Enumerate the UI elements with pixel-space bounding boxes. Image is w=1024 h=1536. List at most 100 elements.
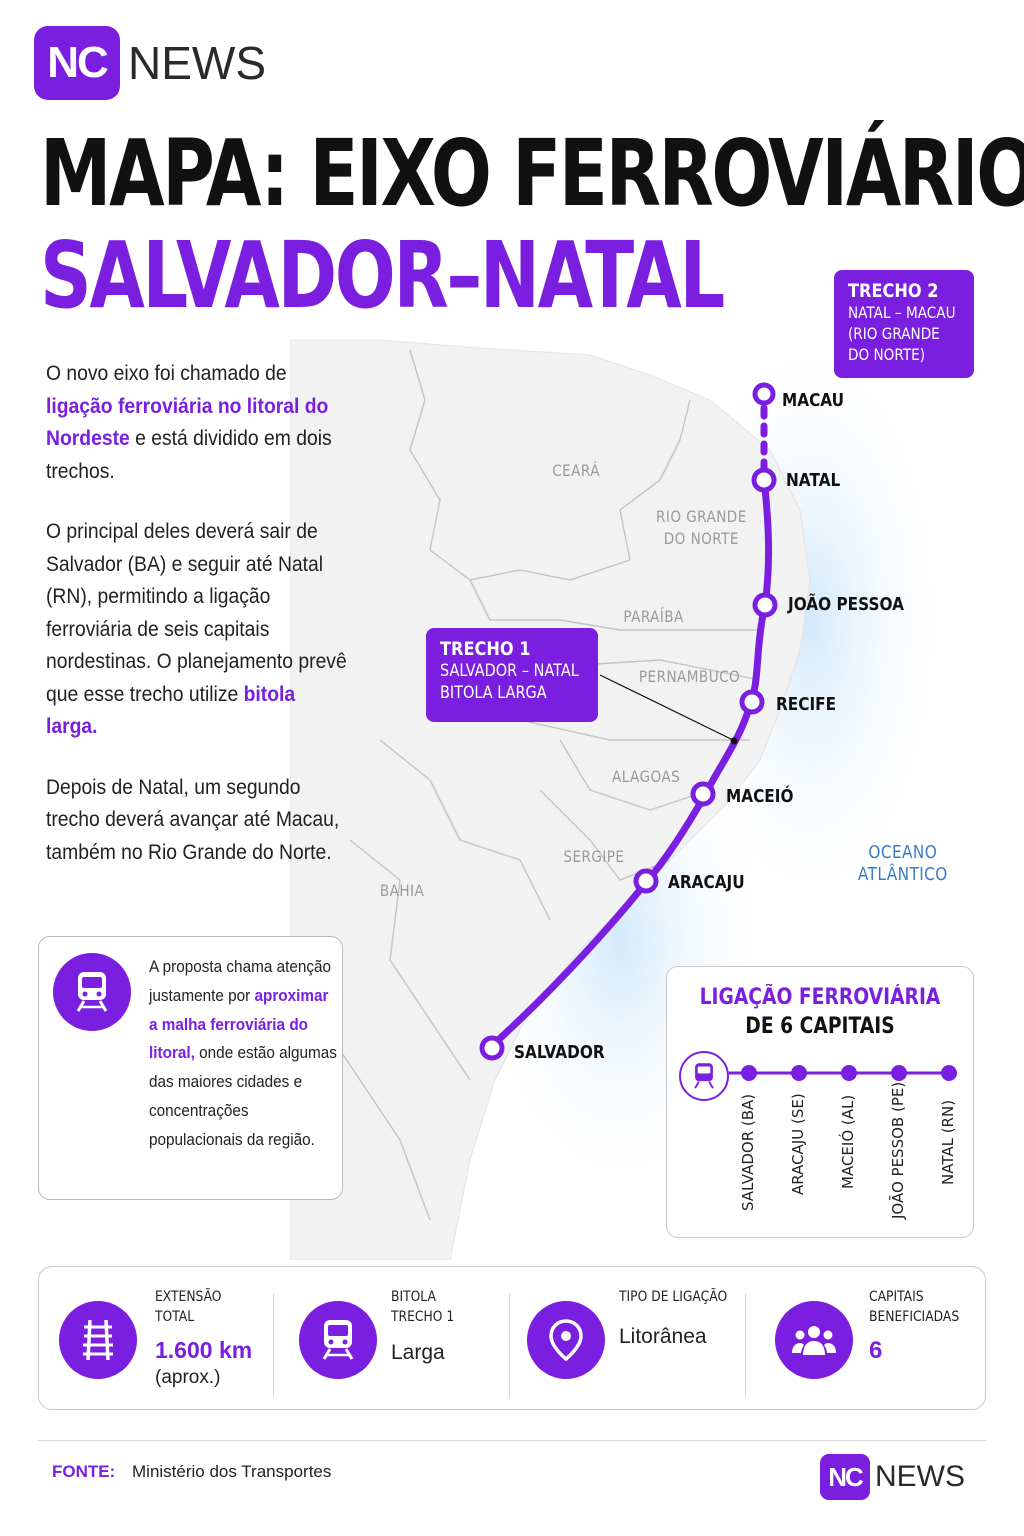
intro-p1-highlight: ligação ferroviária no litoral do Nordes…: [46, 394, 329, 451]
logo-badge: NC: [34, 26, 120, 100]
stats-divider-2: [509, 1293, 510, 1397]
trecho2-state-2: DO NORTE): [848, 345, 926, 364]
train-icon: [299, 1301, 377, 1379]
capital-dot-4: [891, 1065, 907, 1081]
intro-p1-a: O novo eixo foi chamado de: [46, 362, 287, 385]
station-aracaju: [633, 868, 659, 894]
footer-logo[interactable]: NC NEWS: [820, 1454, 965, 1500]
stat-bitola-label: BITOLA TRECHO 1: [391, 1287, 454, 1327]
footer-source: FONTE: Ministério dos Transportes: [52, 1462, 331, 1482]
stat-extensao-label-2: TOTAL: [155, 1309, 195, 1325]
capital-city-3: MACEIÓ (AL): [839, 1094, 857, 1189]
trecho2-route: NATAL – MACAU: [848, 303, 956, 322]
state-label-rn-2: DO NORTE: [663, 529, 739, 548]
capital-dot-3: [841, 1065, 857, 1081]
state-label-rn-1: RIO GRANDE: [656, 507, 747, 526]
logo-badge-text: NC: [47, 38, 109, 87]
train-icon: [53, 953, 131, 1031]
capital-dot-1: [741, 1065, 757, 1081]
intro-text: O novo eixo foi chamado de ligação ferro…: [46, 358, 376, 897]
stat-capitais-label-2: BENEFICIADAS: [869, 1309, 960, 1325]
stats-panel: EXTENSÃO TOTAL 1.600 km (aprox.) BITOLA …: [38, 1266, 986, 1410]
city-label-maceio: MACEIÓ: [726, 786, 794, 807]
city-label-salvador: SALVADOR: [514, 1042, 605, 1063]
callout-text-c: onde estão algumas das maiores cidades e…: [149, 1043, 337, 1149]
state-label-paraiba: PARAÍBA: [623, 607, 684, 626]
callout-text-highlight: aproximar a malha ferroviária do litoral…: [149, 985, 329, 1063]
stat-tipo-value: Litorânea: [619, 1325, 707, 1348]
intro-paragraph-3: Depois de Natal, um segundo trecho dever…: [46, 775, 340, 864]
intro-p2-a: O principal deles deverá sair de Salvado…: [46, 520, 347, 706]
page-title-line2: SALVADOR–NATAL: [40, 222, 725, 329]
capitals-title-1: LIGAÇÃO FERROVIÁRIA: [699, 985, 941, 1010]
intro-paragraph-1: O novo eixo foi chamado de ligação ferro…: [46, 358, 350, 488]
state-label-bahia: BAHIA: [379, 881, 425, 900]
stat-extensao: EXTENSÃO TOTAL 1.600 km (aprox.): [39, 1267, 273, 1409]
railway-track-icon: [59, 1301, 137, 1379]
ocean-label-1: OCEANO: [868, 842, 938, 863]
state-label-sergipe: SERGIPE: [563, 847, 625, 866]
ocean-label-2: ATLÂNTICO: [857, 864, 948, 885]
stat-extensao-value: 1.600 km: [155, 1337, 253, 1363]
location-pin-icon: [527, 1301, 605, 1379]
station-maceio: [690, 781, 716, 807]
page-title-line1: MAPA: EIXO FERROVIÁRIO: [40, 120, 1024, 227]
station-natal: [751, 467, 777, 493]
city-label-natal: NATAL: [786, 470, 841, 491]
stat-capitais-label: CAPITAIS BENEFICIADAS: [869, 1287, 959, 1327]
capitals-train-icon: [679, 1051, 729, 1101]
capital-city-5: NATAL (RN): [939, 1099, 957, 1185]
stats-divider-1: [273, 1293, 274, 1397]
ocean-label: OCEANO ATLÂNTICO: [858, 842, 948, 886]
trecho1-route: SALVADOR – NATAL: [440, 661, 579, 681]
stat-capitais-value: 6: [869, 1337, 883, 1364]
trecho1-gauge: BITOLA LARGA: [440, 683, 547, 703]
capital-city-1: SALVADOR (BA): [739, 1093, 757, 1211]
capitals-title-2: DE 6 CAPITAIS: [745, 1014, 895, 1039]
stat-extensao-label-1: EXTENSÃO: [155, 1289, 222, 1305]
trecho1-pointer-dot: [730, 737, 738, 745]
callout-text-a: A proposta chama atenção justamente por: [149, 957, 332, 1005]
station-recife: [739, 689, 765, 715]
footer-source-label: FONTE:: [52, 1462, 116, 1481]
stat-tipo-label: TIPO DE LIGAÇÃO: [619, 1289, 728, 1305]
state-label-pernambuco: PERNAMBUCO: [638, 667, 741, 686]
stat-bitola-value: Larga: [391, 1341, 445, 1364]
capital-dot-5: [941, 1065, 957, 1081]
intro-p2-highlight: bitola larga.: [46, 682, 296, 739]
state-label-alagoas: ALAGOAS: [612, 767, 681, 786]
intro-paragraph-2: O principal deles deverá sair de Salvado…: [46, 516, 350, 744]
stats-divider-3: [745, 1293, 746, 1397]
city-label-aracaju: ARACAJU: [668, 872, 745, 893]
stat-extensao-label: EXTENSÃO TOTAL: [155, 1287, 221, 1327]
trecho2-callout: TRECHO 2 NATAL – MACAU (RIO GRANDE DO NO…: [834, 270, 974, 378]
stat-tipo: TIPO DE LIGAÇÃO Litorânea: [511, 1267, 745, 1409]
trecho1-pointer-line: [599, 674, 734, 741]
station-macau: [752, 382, 776, 406]
city-label-recife: RECIFE: [776, 694, 837, 715]
capital-dot-2: [791, 1065, 807, 1081]
station-joao-pessoa: [752, 592, 778, 618]
header-logo[interactable]: NC NEWS: [34, 26, 266, 100]
city-label-macau: MACAU: [782, 390, 845, 411]
trecho1-title: TRECHO 1: [440, 638, 531, 660]
stat-bitola-label-2: TRECHO 1: [391, 1309, 455, 1325]
footer-divider: [38, 1440, 986, 1441]
state-label-rn: RIO GRANDE DO NORTE: [656, 506, 747, 550]
footer-logo-badge-text: NC: [828, 1461, 864, 1492]
stat-capitais: CAPITAIS BENEFICIADAS 6: [747, 1267, 985, 1409]
trecho1-line: [488, 476, 773, 1050]
trecho1-callout: TRECHO 1 SALVADOR – NATAL BITOLA LARGA: [426, 628, 598, 722]
logo-news-text: NEWS: [128, 37, 266, 89]
capital-city-2: ARACAJU (SE): [789, 1093, 807, 1195]
proposal-callout: A proposta chama atenção justamente por …: [38, 936, 343, 1200]
rail-route: [479, 382, 778, 1061]
stat-capitais-label-1: CAPITAIS: [869, 1289, 924, 1305]
stat-bitola-label-1: BITOLA: [391, 1289, 436, 1305]
footer-logo-badge: NC: [820, 1454, 870, 1500]
station-salvador: [479, 1035, 505, 1061]
capitals-panel: LIGAÇÃO FERROVIÁRIA DE 6 CAPITAIS SALVAD…: [666, 966, 974, 1238]
footer-source-value: Ministério dos Transportes: [132, 1462, 332, 1481]
stat-bitola: BITOLA TRECHO 1 Larga: [275, 1267, 509, 1409]
footer-logo-news-text: NEWS: [875, 1460, 965, 1493]
